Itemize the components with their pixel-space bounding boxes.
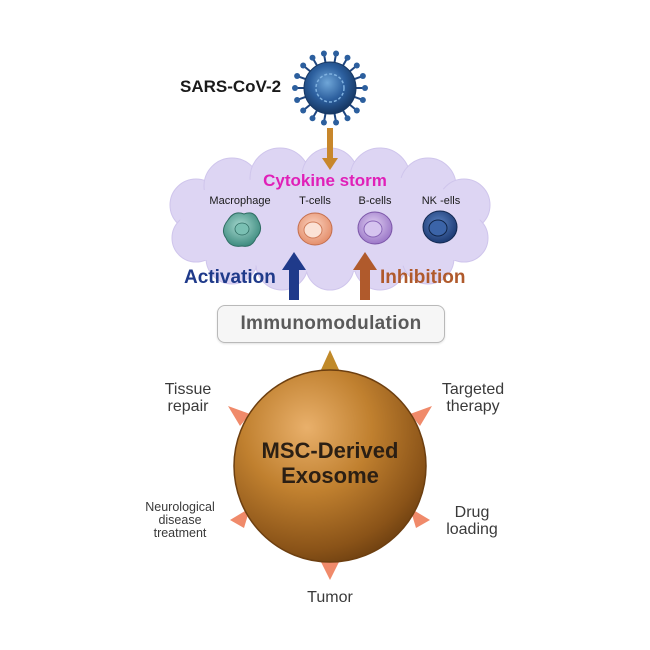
virus-spike-tip	[344, 54, 351, 61]
tissue-repair-label: Tissue repair	[152, 381, 224, 416]
exosome-title: MSC-Derived Exosome	[232, 438, 428, 489]
virus-spike-tip	[300, 62, 307, 69]
macrophage-icon	[222, 212, 262, 247]
virus-spike-tip	[320, 50, 327, 57]
tumor-label: Tumor	[307, 589, 353, 606]
virus-spike-tip	[362, 85, 368, 91]
b-cell-icon	[357, 211, 393, 245]
virus-spike-tip	[309, 54, 316, 61]
immunomodulation-label: Immunomodulation	[240, 313, 422, 334]
cytokine-storm-title: Cytokine storm	[263, 171, 387, 190]
virus-spike-tip	[353, 107, 360, 114]
virus-spike-tip	[300, 107, 307, 114]
virus-spike-tip	[294, 73, 301, 80]
exosome-title-line2: Exosome	[281, 463, 379, 489]
nk-cells-label: NK -ells	[421, 195, 461, 207]
virus-icon	[292, 50, 368, 126]
drug-loading-line1: Drug	[454, 504, 490, 521]
virus-label: SARS-CoV-2	[180, 77, 282, 96]
neurological-line2: disease	[158, 513, 202, 528]
virus-spike-tip	[309, 115, 316, 122]
drug-loading-label: Drug loading	[432, 504, 512, 539]
exosome-sphere	[233, 369, 427, 563]
immunomodulation-box: Immunomodulation	[217, 305, 445, 343]
activation-arrow	[282, 252, 306, 300]
virus-spike-tip	[320, 119, 327, 126]
nk-cell-icon	[422, 210, 458, 244]
virus-body	[303, 61, 357, 115]
inhibition-label: Inhibition	[380, 267, 466, 288]
activation-label: Activation	[184, 267, 276, 288]
targeted-therapy-line2: therapy	[446, 397, 500, 415]
neurological-line1: Neurological	[145, 500, 215, 514]
virus-spike-tip	[333, 50, 340, 57]
virus-spike-tip	[333, 119, 340, 126]
t-cell-icon	[297, 212, 333, 246]
virus-spike-tip	[359, 96, 366, 103]
virus-to-storm-arrow	[322, 128, 338, 170]
inhibition-arrow	[353, 252, 377, 300]
neurological-label: Neurological disease treatment	[132, 500, 228, 541]
exosome-title-line1: MSC-Derived	[261, 438, 399, 463]
targeted-therapy-line1: Targeted	[441, 381, 505, 398]
neurological-line3: treatment	[153, 526, 207, 541]
virus-spike-tip	[359, 73, 366, 80]
drug-loading-line2: loading	[446, 520, 498, 538]
virus-spike-tip	[344, 115, 351, 122]
tissue-repair-line1: Tissue	[164, 381, 212, 398]
macrophage-label: Macrophage	[209, 195, 271, 207]
tissue-repair-line2: repair	[167, 397, 209, 415]
targeted-therapy-label: Targeted therapy	[428, 381, 518, 416]
virus-spike-tip	[294, 96, 301, 103]
b-cells-label: B-cells	[358, 195, 392, 207]
t-cells-label: T-cells	[299, 195, 331, 207]
virus-core	[315, 73, 345, 103]
exosome-spikes	[228, 350, 432, 580]
virus-spike-tip	[292, 85, 298, 91]
virus-spike-tip	[353, 62, 360, 69]
